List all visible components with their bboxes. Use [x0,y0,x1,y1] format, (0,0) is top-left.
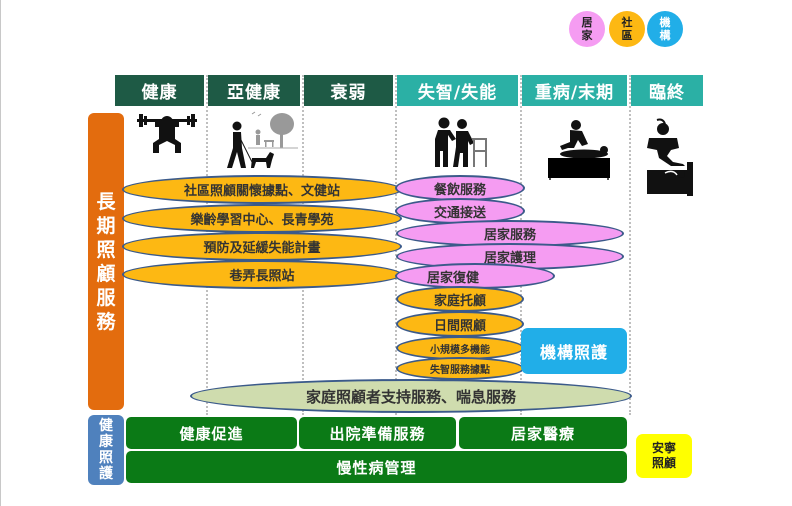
legend-home-label: 居家 [581,16,593,42]
column-header-frail: 衰弱 [304,75,393,106]
hospice-care: 安寧照顧 [636,434,692,478]
column-header-healthy: 健康 [115,75,204,106]
senior-learning-center: 樂齡學習中心、長青學苑 [122,204,402,233]
weightlifting-icon [137,114,197,153]
meal-service: 餐飲服務 [395,175,525,201]
column-divider [629,75,631,415]
family-care: 家庭托顧 [396,286,524,312]
bedside-care-icon [548,120,610,180]
caregiver-support-service: 家庭照顧者支持服務、喘息服務 [190,379,632,413]
home-medical-care: 居家醫療 [459,417,627,449]
column-header-dementia-disability: 失智/失能 [397,75,518,106]
day-care: 日間照顧 [396,311,524,337]
small-multifunction: 小規模多機能 [396,336,524,360]
institutional-care: 機構照護 [521,328,627,374]
discharge-planning: 出院準備服務 [299,417,456,449]
legend-home: 居家 [569,11,605,47]
legend-community-label: 社區 [621,16,633,42]
dementia-service-point: 失智服務據點 [396,357,524,380]
column-header-severe-terminal: 重病/末期 [522,75,627,106]
hospice-care-label: 安寧照顧 [651,441,676,470]
chronic-disease-management: 慢性病管理 [126,451,627,483]
home-rehabilitation: 居家復健 [395,263,555,289]
slide-border [0,0,1,506]
end-of-life-icon [647,118,693,196]
disability-prevention-program: 預防及延緩失能計畫 [122,232,402,261]
long-term-care-label-text: 長期照顧服務 [96,190,116,333]
dog-walking-icon [227,111,298,168]
legend-institution: 機構 [647,11,683,47]
alley-care-station: 巷弄長照站 [122,260,402,289]
legend-community: 社區 [609,11,645,47]
column-header-end-of-life: 臨終 [631,75,703,106]
health-care-label-text: 健康照護 [99,418,113,482]
legend-institution-label: 機構 [659,16,671,42]
long-term-care-label: 長期照顧服務 [88,113,124,410]
health-promotion: 健康促進 [126,417,297,449]
health-care-label: 健康照護 [88,415,124,485]
column-header-subhealthy: 亞健康 [208,75,300,106]
walker-assist-icon [435,117,487,167]
community-care-station: 社區照顧關懷據點、文健站 [122,175,402,204]
